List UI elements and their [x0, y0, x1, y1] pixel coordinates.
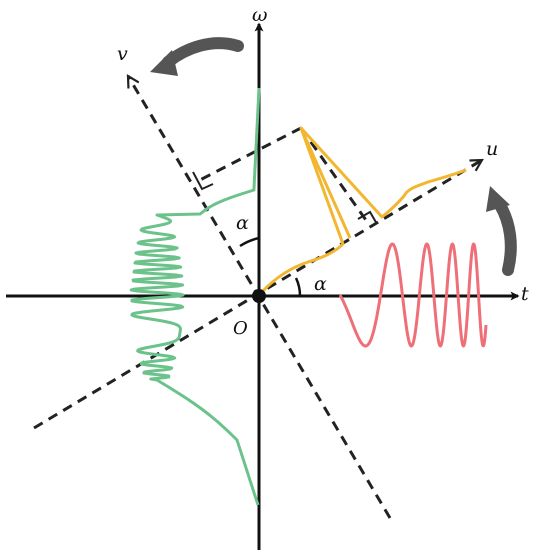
origin-point — [252, 289, 266, 303]
alpha-label-upper: α — [236, 212, 249, 234]
curved-arrow-left-icon — [150, 37, 244, 76]
omega-axis-label: ω — [252, 4, 268, 26]
time-signal-chirp — [338, 242, 488, 348]
right-angle-mark-v — [192, 171, 214, 191]
curved-arrow-up-icon — [486, 186, 517, 276]
right-angle-mark-u — [357, 210, 378, 225]
projection-curve — [260, 126, 467, 294]
u-axis-label: u — [486, 138, 498, 160]
projection-line-to-u — [299, 127, 370, 224]
cartesian-axes — [6, 22, 520, 550]
alpha-label-lower: α — [314, 273, 327, 295]
alpha-arc-lower — [294, 277, 302, 297]
frequency-spectrum-curve — [129, 87, 261, 506]
alpha-arc-upper — [239, 236, 260, 248]
origin-label: O — [233, 318, 248, 339]
projection-line-to-v — [197, 126, 302, 183]
v-axis-label: v — [117, 43, 128, 65]
t-axis-label: t — [521, 283, 529, 305]
